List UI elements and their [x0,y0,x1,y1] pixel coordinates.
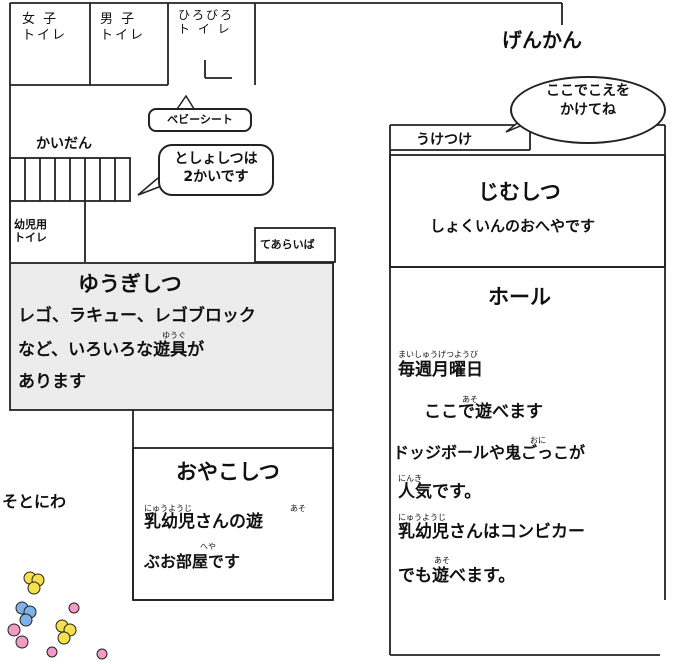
playroom-line-2: など、いろいろな遊具が [18,340,205,360]
baby-seat-callout: ベビーシート [148,108,252,132]
reception-label: うけつけ [416,132,472,148]
playroom-line-1: レゴ、ラキュー、レゴブロック [18,306,256,326]
parent-room-furigana-2: あそ [290,504,306,513]
parent-room-line-1: 乳幼児さんの遊 [144,512,263,532]
hall-line-3: ドッジボールや鬼ごっこが [393,443,586,462]
playroom-furigana: ゆうぐ [162,331,186,340]
hall-line-6: でも遊べます。 [398,566,516,586]
wide-toilet-label: ひろびろト イ レ [178,8,235,37]
office-title: じむしつ [478,180,561,204]
parent-room-title: おやこしつ [176,460,280,484]
hall-furigana-2: あそ [462,395,478,404]
hall-line-4: 人気です。 [398,482,482,502]
parent-room-furigana-3: へや [200,542,216,551]
hall-line-5: 乳幼児さんはコンビカー [398,522,585,542]
stairs-label: かいだん [36,136,92,152]
parent-room-furigana-1: にゅうようじ [144,504,192,513]
girls-toilet-label: 女 子トイレ [22,12,68,43]
hall-line-1: 毎週月曜日 [398,360,483,380]
outside-yard-label: そとにわ [2,492,67,511]
hall-line-2: ここで遊べます [424,402,543,422]
hall-furigana-4: にんき [398,474,422,483]
hall-furigana-1: まいしゅうげつようび [398,350,478,359]
parent-room-line-2: ぶお部屋です [144,552,241,571]
playroom-line-3: あります [18,372,86,392]
handwash-label: てあらいば [260,238,315,251]
hall-furigana-6: あそ [434,556,450,565]
flower-decoration [7,571,108,660]
entrance-label: げんかん [502,28,582,52]
playroom-title: ゆうぎしつ [78,272,182,296]
call-out-bubble: ここでこえをかけてね [510,76,666,144]
infant-toilet-label: 幼児用トイレ [14,218,47,245]
hall-title: ホール [488,285,551,309]
hall-furigana-3: おに [530,436,546,445]
boys-toilet-label: 男 子トイレ [100,12,146,43]
hall-furigana-5: にゅうようじ [398,513,446,522]
playroom-area [9,262,334,411]
office-description: しょくいんのおへやです [430,217,596,235]
